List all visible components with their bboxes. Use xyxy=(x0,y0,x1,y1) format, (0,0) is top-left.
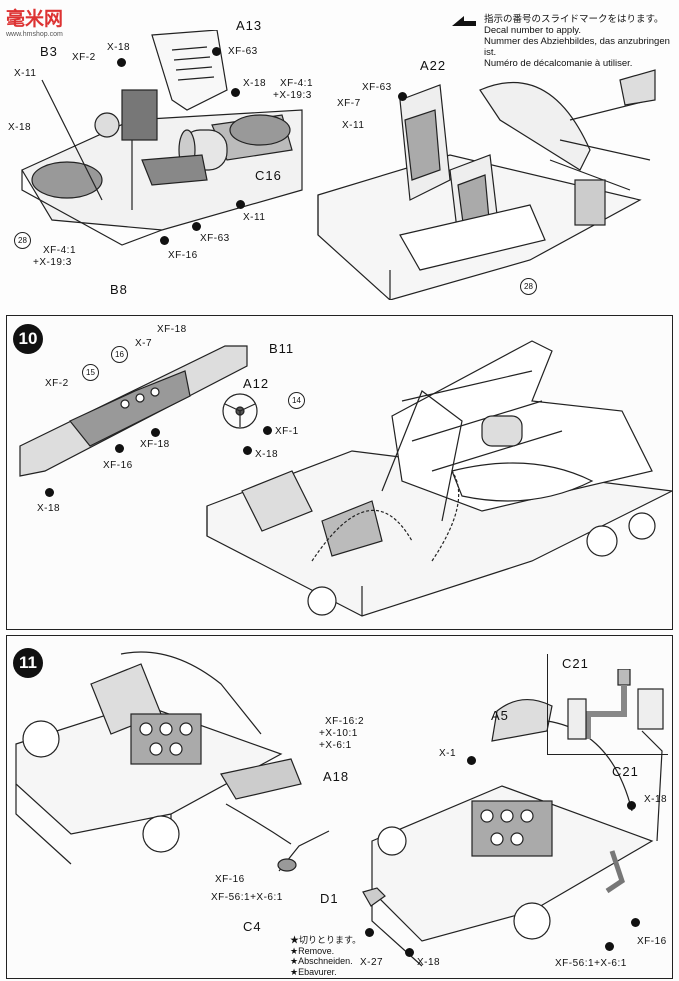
paint-xf56-label: XF-56:1+X-6:1 xyxy=(555,958,627,969)
paint-xf16-label: XF-16 xyxy=(215,874,245,885)
paint-x11-label: X-11 xyxy=(243,212,266,223)
paint-marker-icon xyxy=(263,426,272,435)
remove-note-de: ★Abschneiden. xyxy=(290,956,353,966)
paint-xf63-label: XF-63 xyxy=(362,82,392,93)
paint-marker-icon xyxy=(467,756,476,765)
paint-marker-icon xyxy=(365,928,374,937)
paint-xf16-label: XF-16:2 xyxy=(325,716,365,727)
paint-x18-label: X-18 xyxy=(107,42,131,53)
part-b11-label: B11 xyxy=(269,341,295,356)
chassis-seat-drawing xyxy=(317,69,656,300)
paint-xf7-label: XF-7 xyxy=(337,98,361,109)
paint-x18-label: X-18 xyxy=(8,122,32,133)
remove-note: ★切りとります。 ★Remove. ★Abschneiden. ★Ebavure… xyxy=(290,935,361,977)
paint-x18-label: X-18 xyxy=(37,503,61,514)
remove-note-fr: ★Ebavurer. xyxy=(290,966,337,977)
paint-marker-icon xyxy=(151,428,160,437)
paint-marker-icon xyxy=(605,942,614,951)
paint-marker-icon xyxy=(192,222,201,231)
part-b3-label: B3 xyxy=(40,44,58,59)
step-10-number: 10 xyxy=(13,324,43,354)
paint-xf2-label: XF-2 xyxy=(72,52,96,63)
watermark-url: www.hmshop.com xyxy=(6,31,63,38)
c21-pipe-detail-icon xyxy=(567,669,664,740)
remove-note-jp: ★切りとります。 xyxy=(290,935,362,945)
remove-note-en: ★Remove. xyxy=(290,945,335,956)
part-a12-label: A12 xyxy=(243,376,270,391)
part-c4-label: C4 xyxy=(243,919,262,934)
paint-marker-icon xyxy=(631,918,640,927)
watermark-brand: 毫米网 xyxy=(6,9,64,30)
part-a13-label: A13 xyxy=(236,18,263,33)
paint-marker-icon xyxy=(405,948,414,957)
paint-x18-label: X-18 xyxy=(644,794,668,805)
paint-xf4-label: XF-4:1 xyxy=(43,245,77,256)
paint-marker-icon xyxy=(243,446,252,455)
engine-bay-left-drawing xyxy=(15,651,302,865)
paint-x27-label: X-27 xyxy=(360,957,384,968)
dashboard-drawing xyxy=(19,345,258,477)
paint-x19-label: +X-19:3 xyxy=(273,90,312,101)
paint-marker-icon xyxy=(45,488,54,497)
engine-bay-right-drawing xyxy=(371,699,663,967)
decal-note-fr: Numéro de décalcomanie à utiliser. xyxy=(484,58,633,69)
paint-xf4-label: XF-4:1 xyxy=(280,78,314,89)
paint-marker-icon xyxy=(212,47,221,56)
paint-marker-icon xyxy=(236,200,245,209)
paint-x11-label: X-11 xyxy=(342,120,365,131)
decal-arrow-icon xyxy=(452,16,476,26)
paint-xf16-label: XF-16 xyxy=(637,936,667,947)
decal-28-marker: 28 xyxy=(14,232,31,249)
decal-note-de: Nummer des Abziehbildes, das anzubringen… xyxy=(484,36,670,58)
decal-28-marker: 28 xyxy=(520,278,537,295)
paint-xf63-label: XF-63 xyxy=(228,46,258,57)
paint-x6-label: +X-6:1 xyxy=(319,740,352,751)
part-b8-label: B8 xyxy=(110,282,128,297)
chassis-frame-drawing xyxy=(206,340,672,617)
paint-marker-icon xyxy=(160,236,169,245)
paint-x10-label: +X-10:1 xyxy=(319,728,358,739)
paint-x7-label: X-7 xyxy=(135,338,153,349)
paint-marker-icon xyxy=(627,801,636,810)
paint-marker-icon xyxy=(231,88,240,97)
paint-marker-icon xyxy=(117,58,126,67)
part-c21-label: C21 xyxy=(612,764,639,779)
cockpit-floor-drawing xyxy=(21,30,303,246)
decal-note-jp: 指示の番号のスライドマークをはります。 xyxy=(484,14,664,25)
step-11-panel: 11 XF-16:2 +X-10:1 +X-6:1 A18 XF-16 XF-5… xyxy=(6,635,673,979)
paint-marker-icon xyxy=(115,444,124,453)
paint-x11-label: X-11 xyxy=(14,68,37,79)
part-a5-label: A5 xyxy=(491,708,509,723)
part-a22-label: A22 xyxy=(420,58,447,73)
paint-x19-label: +X-19:3 xyxy=(33,257,72,268)
part-c16-label: C16 xyxy=(255,168,282,183)
paint-marker-icon xyxy=(398,92,407,101)
step-11-number: 11 xyxy=(13,648,43,678)
paint-x18-label: X-18 xyxy=(255,449,279,460)
paint-xf18-label: XF-18 xyxy=(157,324,187,335)
part-c21-label: C21 xyxy=(562,656,589,671)
paint-xf16-label: XF-16 xyxy=(168,250,198,261)
step-10-panel: 10 XF-18 X-7 B11 16 15 XF-2 A12 14 XF-18… xyxy=(6,315,673,630)
paint-x1-label: X-1 xyxy=(439,748,457,759)
part-d1-label: D1 xyxy=(320,891,339,906)
exhaust-part-c4-icon xyxy=(277,830,330,872)
part-a18-label: A18 xyxy=(323,769,350,784)
paint-xf1-label: XF-1 xyxy=(275,426,299,437)
paint-x18-label: X-18 xyxy=(243,78,267,89)
decal-note: 指示の番号のスライドマークをはります。 Decal number to appl… xyxy=(452,14,679,69)
decal-16-marker: 16 xyxy=(111,346,128,363)
paint-xf2-label: XF-2 xyxy=(45,378,69,389)
decal-14-marker: 14 xyxy=(288,392,305,409)
c21-detail-inset: C21 xyxy=(547,654,668,755)
paint-x18-label: X-18 xyxy=(417,957,441,968)
part-d1-icon xyxy=(362,887,386,907)
site-watermark: 毫米网 www.hmshop.com xyxy=(6,4,63,38)
paint-xf56-label: XF-56:1+X-6:1 xyxy=(211,892,283,903)
paint-xf18-label: XF-18 xyxy=(140,439,170,450)
decal-note-en: Decal number to apply. xyxy=(484,25,581,36)
paint-xf63-label: XF-63 xyxy=(200,233,230,244)
paint-xf16-label: XF-16 xyxy=(103,460,133,471)
decal-15-marker: 15 xyxy=(82,364,99,381)
